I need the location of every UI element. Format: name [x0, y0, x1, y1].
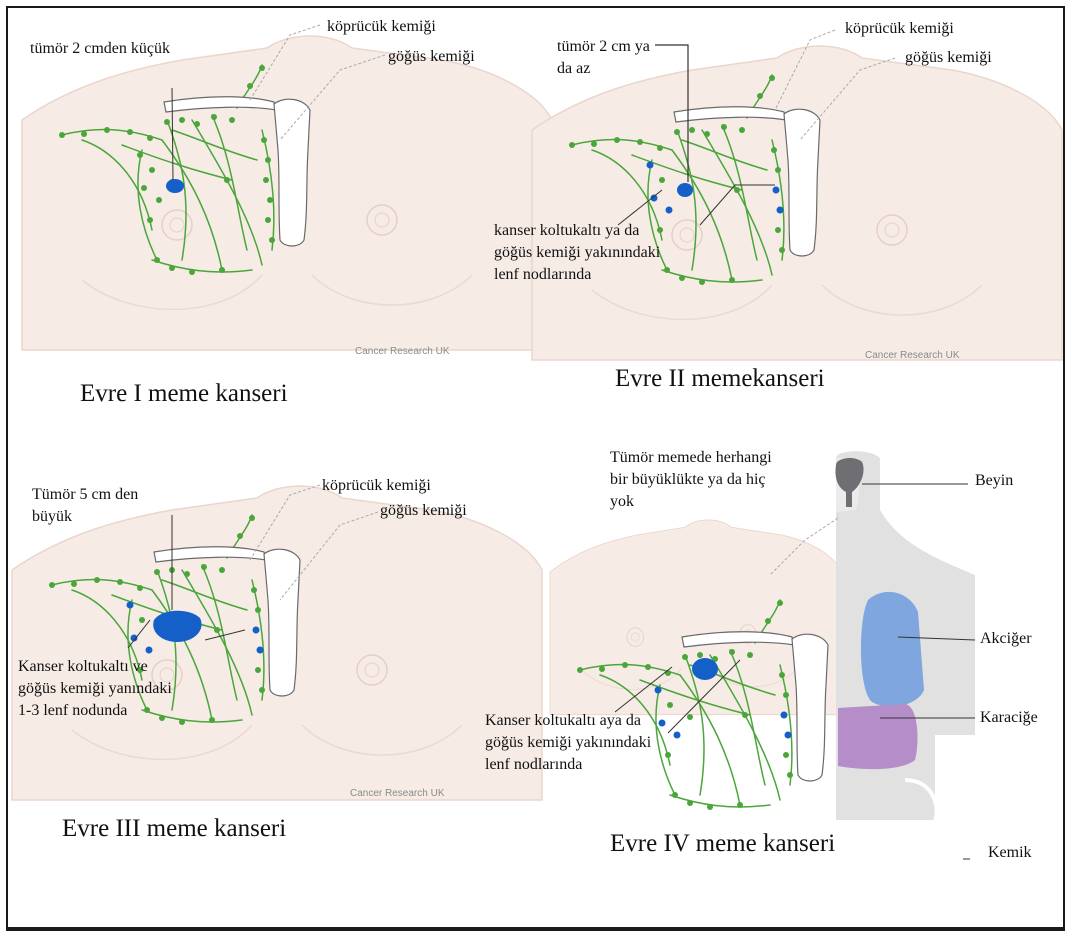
stage1-illustration: [22, 36, 552, 350]
stage2-tumor: [677, 183, 693, 197]
stage1-caption: Evre I meme kanseri: [80, 380, 288, 408]
stage2-illustration: [532, 46, 1062, 360]
lung-label: Akciğer: [980, 628, 1032, 650]
lung-organ: [861, 592, 924, 707]
stage4-tumor-label: Tümör memede herhangi bir büyüklükte ya …: [610, 447, 780, 513]
stage4-body-silhouette: [835, 451, 975, 820]
stage4-caption: Evre IV meme kanseri: [610, 830, 835, 858]
stage3-tumor-label: Tümör 5 cm den büyük: [32, 484, 172, 528]
stage2-clavicle-label: köprücük kemiği: [845, 18, 954, 40]
stage1-sternum-label: göğüs kemiği: [388, 46, 475, 68]
stage3-credit: Cancer Research UK: [350, 788, 444, 799]
bone-label: Kemik: [988, 842, 1032, 864]
stage2-credit: Cancer Research UK: [865, 350, 959, 361]
liver-label: Karaciğe: [980, 707, 1038, 729]
stage4-node-label: Kanser koltukaltı aya da göğüs kemiği ya…: [485, 710, 655, 776]
stage1-tumor-label: tümör 2 cmden küçük: [30, 38, 170, 60]
stage2-node-label: kanser koltukaltı ya da göğüs kemiği yak…: [494, 220, 669, 286]
stage2-caption: Evre II memekanseri: [615, 365, 825, 393]
stage3-clavicle-label: köprücük kemiği: [322, 475, 431, 497]
stage1-credit: Cancer Research UK: [355, 346, 449, 357]
brain-label: Beyin: [975, 470, 1013, 492]
stage1-tumor: [166, 179, 184, 193]
stage2-sternum-label: göğüs kemiği: [905, 47, 992, 69]
stage1-clavicle-label: köprücük kemiği: [327, 16, 436, 38]
stage3-caption: Evre III meme kanseri: [62, 815, 286, 843]
stage2-tumor-label: tümör 2 cm ya da az: [557, 36, 667, 80]
stage3-sternum-label: göğüs kemiği: [380, 500, 467, 522]
stage4-tumor: [692, 658, 718, 680]
stage3-illustration: [12, 486, 542, 800]
liver-organ: [838, 704, 918, 769]
stage3-node-label: Kanser koltukaltı ve göğüs kemiği yanınd…: [18, 656, 183, 722]
